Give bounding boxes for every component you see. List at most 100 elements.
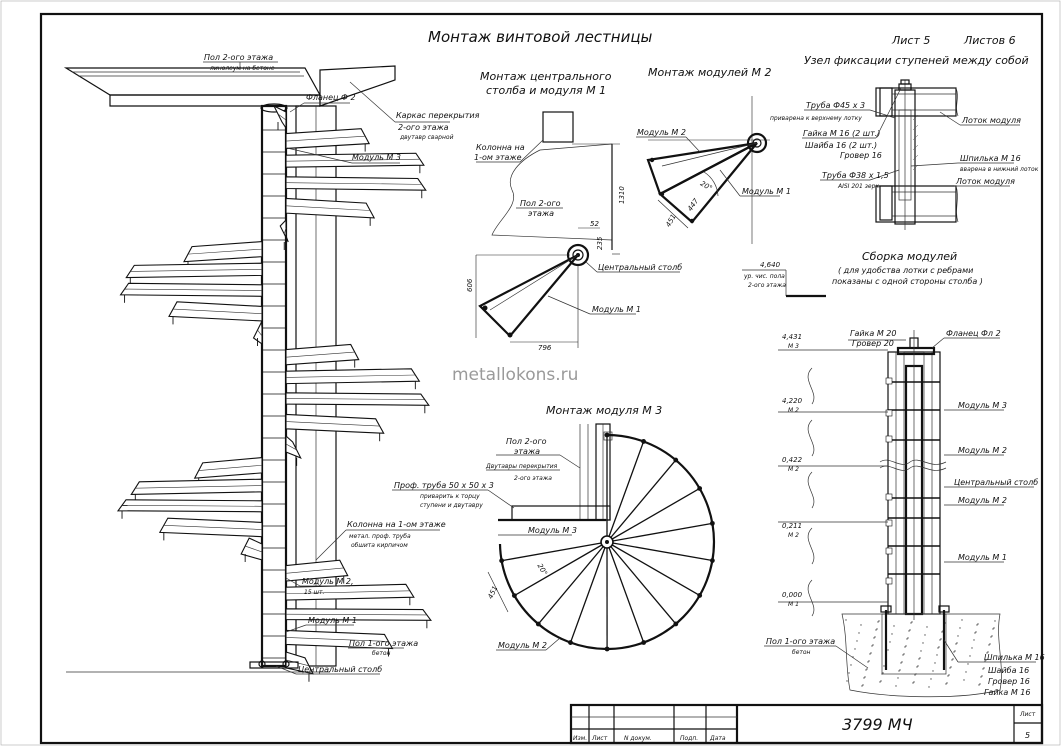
hatch-dot — [955, 643, 957, 645]
tread-inner — [285, 158, 420, 162]
tb-col-doc: N докум. — [624, 735, 652, 742]
plan-arc — [498, 433, 716, 651]
plan-step-bolt — [673, 457, 679, 463]
tread — [272, 104, 287, 130]
m3-prof-sub-1: приварить к торцу — [420, 493, 480, 500]
hatch-dot — [899, 669, 901, 671]
assembly-note-2: показаны с одной стороны столба ) — [832, 277, 983, 286]
hatch-dot — [870, 652, 872, 654]
hatch-dot — [878, 620, 880, 622]
assembly-module3-label: Модуль М 3 — [958, 401, 1007, 410]
hatch-dot — [898, 670, 900, 672]
tb-sheet-caption: Лист — [1019, 711, 1036, 718]
hatch-dot — [874, 636, 876, 638]
plan-step-bolt — [499, 558, 505, 564]
hatch-dot — [860, 624, 862, 626]
tread-inner — [257, 329, 263, 337]
assembly-floor1-label: Пол 1-ого этажа — [766, 637, 835, 646]
hatch-dot — [922, 642, 924, 644]
hatch-dot — [916, 666, 918, 668]
central-floor-label-2: этажа — [528, 209, 554, 218]
tag-m1: М 1 — [788, 601, 799, 608]
plan-step-edge — [606, 541, 645, 643]
m3-prof-label: Проф. труба 50 х 50 х 3 — [394, 481, 494, 490]
floor2-label: Пол 2-ого этажа — [204, 53, 273, 62]
hatch-dot — [911, 621, 913, 623]
hatch-dot — [934, 662, 936, 664]
hatch-dot — [908, 630, 910, 632]
hatch-dot — [957, 635, 959, 637]
plan-step-bolt — [641, 640, 647, 645]
hatch-dot — [910, 622, 912, 624]
hatch-dot — [945, 683, 947, 685]
sheets-count-label: Листов 6 — [963, 34, 1016, 47]
m2-view-title: Монтаж модулей М 2 — [648, 66, 772, 79]
spiral-treads — [116, 104, 432, 682]
hatch-dot — [901, 661, 903, 663]
central-column-label-2: 1-ом этаже — [474, 153, 522, 162]
lvl-4220: 4,220 — [782, 397, 803, 405]
hatch-dot — [989, 643, 991, 645]
tread-inner — [285, 567, 344, 574]
hatch-dot — [965, 671, 967, 673]
dim-796: 796 — [538, 344, 552, 352]
hatch-dot — [865, 669, 867, 671]
module2-label: Модуль М 2, — [302, 577, 354, 586]
sheet-title: Монтаж винтовой лестницы — [428, 28, 653, 46]
m3-module3-label: Модуль М 3 — [528, 526, 577, 535]
modules-assembly-view: Сборка модулей ( для удобства лотки с ре… — [742, 250, 1045, 698]
lvl-top-sub1: ур. чис. пола — [743, 273, 785, 280]
floor2-sub-label: линолеум на бетоне — [209, 65, 275, 72]
nut20-label: Гайка М 20 — [850, 329, 896, 338]
m3-prof-sub-2: ступени и двутавру — [420, 502, 483, 509]
m3-floor2-label-2: этажа — [514, 447, 540, 456]
tag-m3: М 3 — [788, 343, 799, 350]
plan-step-edge — [514, 541, 608, 597]
plan-post-center — [605, 540, 609, 544]
frame-sub-label: двутавр сварной — [399, 134, 454, 141]
hatch-dot — [954, 650, 956, 652]
hatch-dot — [959, 627, 961, 629]
tread-inner — [285, 351, 355, 358]
hatch-dot — [868, 660, 870, 662]
plan-step-bolt — [535, 621, 541, 627]
hatch-dot — [903, 653, 905, 655]
module2-count: 15 шт. — [304, 589, 325, 596]
plan-step-bolt — [697, 593, 703, 598]
washer16-label: Шайба 16 (2 шт.) — [805, 141, 877, 150]
plan-step-edge — [501, 541, 608, 562]
hatch-dot — [863, 677, 865, 679]
hatch-dot — [984, 660, 986, 662]
hatch-dot — [974, 632, 976, 634]
m3-spiral-plan — [498, 432, 716, 652]
plan-step-edge — [606, 541, 713, 562]
grover16-label: Гровер 16 — [840, 151, 882, 160]
hatch-dot — [976, 624, 978, 626]
hatch-dot — [875, 629, 877, 631]
plan-step-edge — [606, 522, 713, 543]
floor1-sub-label: бетон — [372, 650, 391, 657]
hatch-dot — [950, 666, 952, 668]
hatch-dot — [854, 648, 856, 650]
ground-hatch — [845, 619, 996, 688]
plan-step-edge — [606, 459, 677, 543]
tread-inner — [285, 398, 425, 400]
hatch-dot — [930, 678, 932, 680]
title-block: Изм. Лист N докум. Подп. Дата 3799 МЧ Ли… — [569, 703, 1044, 745]
hatch-dot — [876, 628, 878, 630]
assembly-washer-label: Шайба 16 — [988, 666, 1029, 675]
hatch-dot — [973, 639, 975, 641]
hatch-dot — [881, 673, 883, 675]
hatch-dot — [936, 654, 938, 656]
hatch-dot — [963, 679, 965, 681]
assembly-floor1-sub: бетон — [792, 649, 811, 656]
lvl-top: 4,640 — [760, 261, 781, 269]
hatch-dot — [872, 644, 874, 646]
hatch-dot — [882, 672, 884, 674]
hatch-dot — [979, 683, 981, 685]
hatch-dot — [905, 645, 907, 647]
tray-top-label: Лоток модуля — [961, 116, 1021, 125]
tread — [252, 320, 263, 346]
m3-mounting-view: Монтаж модуля М 3 Пол 2-ого этажа Двутав… — [392, 404, 716, 652]
stud-label: Шпилька М 16 — [960, 154, 1021, 163]
